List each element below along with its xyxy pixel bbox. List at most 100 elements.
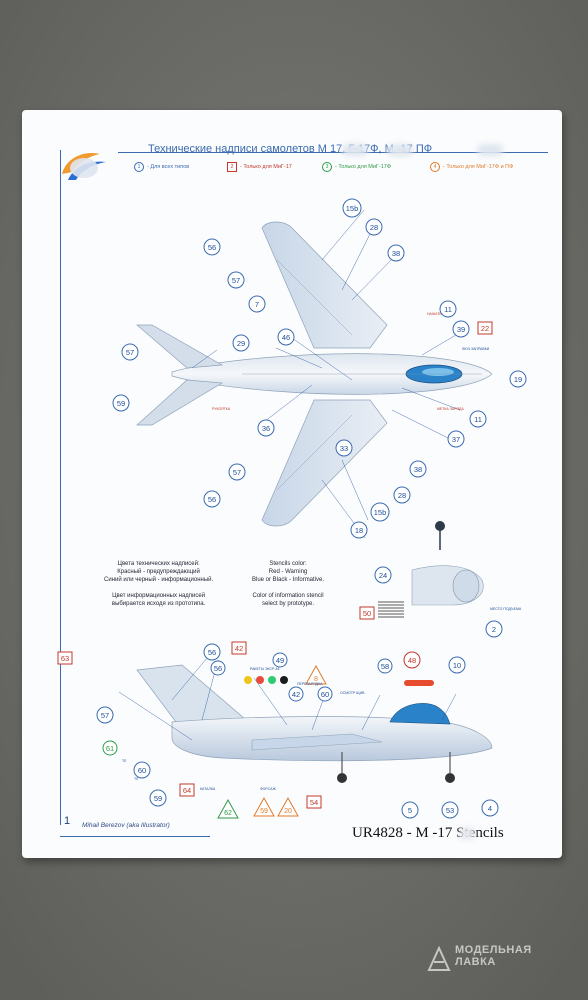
svg-text:42: 42 <box>292 690 300 699</box>
colors-ru-line: Красный - предупреждающий <box>117 569 200 575</box>
svg-text:64: 64 <box>183 786 191 795</box>
svg-text:ПЕРЕЗАРЯДКА: ПЕРЕЗАРЯДКА <box>297 682 323 686</box>
colors-en-line: select by prototype. <box>262 601 315 607</box>
marker-label: 38 <box>414 465 422 474</box>
watermark-icon <box>427 945 451 971</box>
marker-label: 56 <box>208 243 216 252</box>
marker-label: 28 <box>370 223 378 232</box>
decal-sheet: Технические надписи самолетов М 17, Г-17… <box>22 110 562 858</box>
legend-item: 4 - Только для МиГ-17Ф и ПФ <box>430 162 513 172</box>
svg-text:62: 62 <box>224 810 232 817</box>
tail-lower <box>136 379 224 426</box>
svg-text:РАКЕТЫ ЭКСР-46: РАКЕТЫ ЭКСР-46 <box>250 667 280 671</box>
colors-en-line: Stencils color: <box>269 561 307 567</box>
page-number: 1 <box>64 815 71 827</box>
legend-marker: 3 <box>322 162 332 172</box>
watermark-line: МОДЕЛЬНАЯ <box>455 944 532 956</box>
marker-label: 57 <box>233 468 241 477</box>
tail-upper <box>136 324 224 369</box>
colors-ru-line: Цвет информационных надписей <box>112 593 206 599</box>
logo-icon <box>62 152 106 180</box>
marker-square <box>359 606 375 620</box>
svg-text:ТЛ: ТЛ <box>134 777 139 781</box>
svg-text:54: 54 <box>310 798 318 807</box>
colors-en-line: Color of information stencil <box>252 593 324 599</box>
colors-ru-line: выбирается исходя из прототипа. <box>111 601 206 607</box>
marker-label: 15b <box>374 508 387 517</box>
svg-text:ФОРСАЖ: ФОРСАЖ <box>260 787 276 791</box>
svg-text:8: 8 <box>314 676 318 683</box>
marker-label: 11 <box>444 305 452 314</box>
nose-detail <box>411 521 484 606</box>
marker-label: 28 <box>398 491 406 500</box>
marker-label: 2 <box>492 625 496 634</box>
svg-text:20: 20 <box>284 808 292 815</box>
svg-text:МЕТКА ЗАРЯДА: МЕТКА ЗАРЯДА <box>437 407 464 411</box>
legend-item: 2 - Только для МиГ-17 <box>227 162 292 172</box>
legend-marker: 1 <box>134 162 144 172</box>
colors-note-en: Stencils color: Red - Warning Blue or Bl… <box>252 560 324 608</box>
marker-label: 59 <box>117 399 125 408</box>
marker-label: 36 <box>262 424 270 433</box>
svg-text:42: 42 <box>235 644 243 653</box>
svg-text:50: 50 <box>363 609 371 618</box>
legend-marker: 4 <box>430 162 440 172</box>
svg-text:ТЛ: ТЛ <box>122 759 127 763</box>
svg-text:59: 59 <box>260 808 268 815</box>
svg-text:56: 56 <box>214 664 222 673</box>
svg-text:48: 48 <box>408 656 416 665</box>
marker-label: 24 <box>379 571 387 580</box>
legend-text: - Только для МиГ-17Ф и ПФ <box>443 164 514 170</box>
svg-text:ЛЮЧ ЗАПРАВКИ: ЛЮЧ ЗАПРАВКИ <box>462 347 490 351</box>
svg-text:ОСМОТР ЩИВ: ОСМОТР ЩИВ <box>340 691 365 695</box>
frame-top-line <box>118 152 548 153</box>
marker-square <box>477 321 493 335</box>
title-blur <box>477 144 503 156</box>
lower-wing <box>261 399 388 527</box>
upper-wing <box>261 221 388 349</box>
colors-ru-line <box>104 584 213 592</box>
title-blur <box>342 144 368 156</box>
colors-ru-line: Синий или черный - информационный. <box>104 577 214 583</box>
marker-label: 19 <box>514 375 522 384</box>
marker-label: 29 <box>237 339 245 348</box>
frame-bottom-line <box>60 836 210 837</box>
svg-text:59: 59 <box>154 794 162 803</box>
svg-text:49: 49 <box>276 656 284 665</box>
legend-item: 1 - Для всех типов <box>134 162 189 172</box>
svg-text:58: 58 <box>381 662 389 671</box>
colors-en-line: Red - Warning <box>268 569 308 575</box>
side-wing <box>251 733 383 751</box>
legend-text: - Для всех типов <box>147 164 190 170</box>
top-markers <box>112 198 527 638</box>
legend-marker: 2 <box>227 162 237 172</box>
caption-blur <box>459 827 475 840</box>
legend-text: - Только для МиГ-17 <box>240 164 292 170</box>
marker-label: 39 <box>457 325 465 334</box>
svg-text:63: 63 <box>61 654 69 663</box>
svg-text:РУКОЯТКА: РУКОЯТКА <box>212 407 231 411</box>
marker-label: 18 <box>355 526 363 535</box>
svg-text:КАТАЛКА: КАТАЛКА <box>200 787 216 791</box>
svg-text:5: 5 <box>408 806 412 815</box>
svg-text:53: 53 <box>446 806 454 815</box>
marker-label: 56 <box>208 495 216 504</box>
legend-item: 3 - Только для МиГ-17Ф <box>322 162 391 172</box>
svg-text:60: 60 <box>138 766 146 775</box>
watermark-text: МОДЕЛЬНАЯ ЛАВКА <box>455 944 532 968</box>
frame-left-line <box>60 150 61 825</box>
colors-en-line <box>252 584 324 592</box>
marker-label: 46 <box>282 333 290 342</box>
colors-ru-line: Цвета технических надписей: <box>117 561 200 567</box>
marker-label: 37 <box>452 435 460 444</box>
marker-label: 57 <box>232 276 240 285</box>
legend-text: - Только для МиГ-17Ф <box>335 164 392 170</box>
svg-text:НАЖАТЬ: НАЖАТЬ <box>427 312 442 316</box>
svg-text:61: 61 <box>106 744 114 753</box>
svg-text:4: 4 <box>488 804 492 813</box>
svg-text:22: 22 <box>481 324 489 333</box>
marker-label: 33 <box>340 444 348 453</box>
svg-text:57: 57 <box>101 711 109 720</box>
